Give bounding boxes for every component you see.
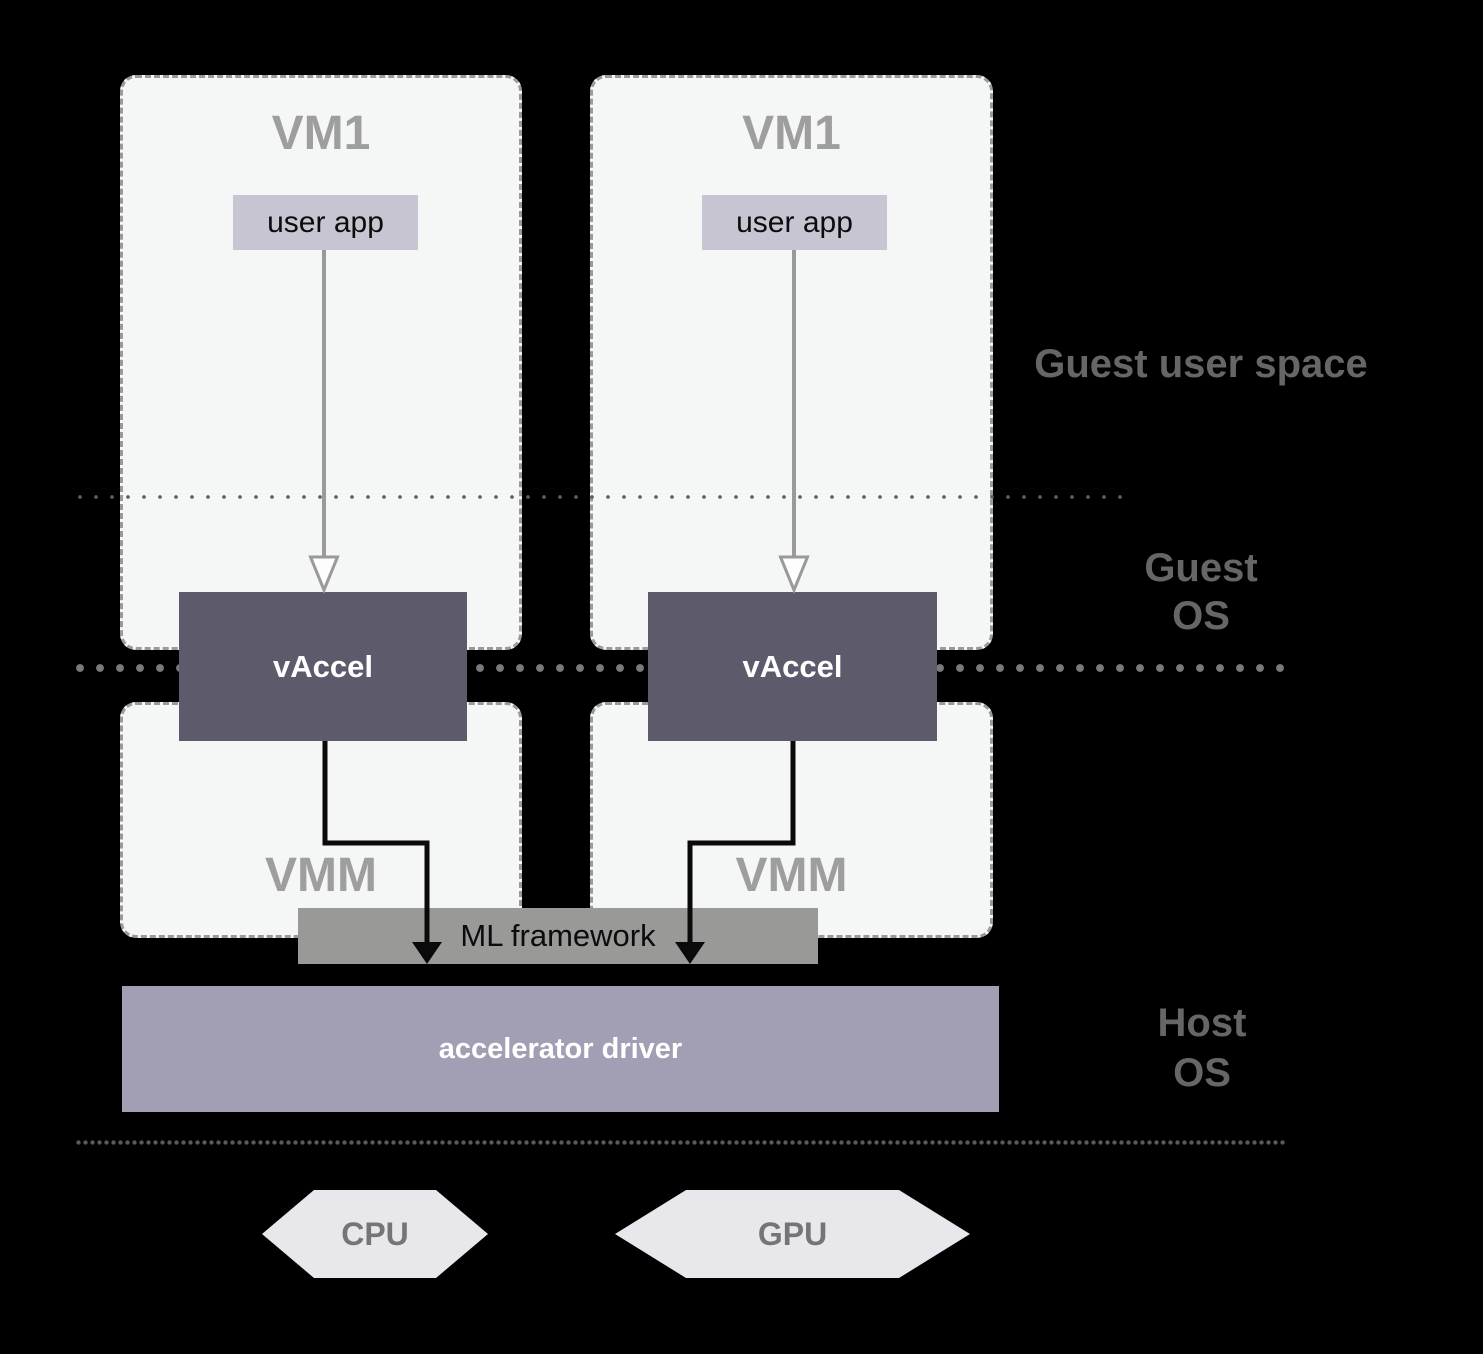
user-app-left-box: user app bbox=[233, 195, 418, 250]
vaccel-left-box: vAccel bbox=[179, 592, 467, 741]
vmm-left-title: VMM bbox=[265, 849, 377, 902]
gpu-hexagon: GPU bbox=[615, 1190, 970, 1278]
guest-os-label-line1: Guest bbox=[1144, 546, 1258, 590]
vmm-right-title: VMM bbox=[735, 849, 848, 902]
ml-framework-box: ML framework bbox=[298, 908, 818, 964]
guest-os-label: Guest OS bbox=[1001, 544, 1401, 640]
cpu-hexagon: CPU bbox=[262, 1190, 488, 1278]
host-os-boundary-line bbox=[75, 1140, 1285, 1145]
guest-user-space-label: Guest user space bbox=[1034, 342, 1368, 386]
host-os-label-line2: OS bbox=[1173, 1051, 1231, 1095]
user-app-right-box: user app bbox=[702, 195, 887, 250]
vaccel-right-box: vAccel bbox=[648, 592, 937, 741]
vm1-right-box bbox=[590, 75, 993, 650]
guest-os-label-line2: OS bbox=[1172, 594, 1230, 638]
host-os-label: Host OS bbox=[1002, 998, 1402, 1098]
vm1-right-title: VM1 bbox=[742, 107, 841, 160]
guest-user-space-boundary-line bbox=[72, 495, 1128, 499]
host-os-label-line1: Host bbox=[1157, 1001, 1247, 1045]
vm1-left-box bbox=[120, 75, 522, 650]
accelerator-driver-box: accelerator driver bbox=[122, 986, 999, 1112]
vm1-left-title: VM1 bbox=[271, 107, 371, 160]
